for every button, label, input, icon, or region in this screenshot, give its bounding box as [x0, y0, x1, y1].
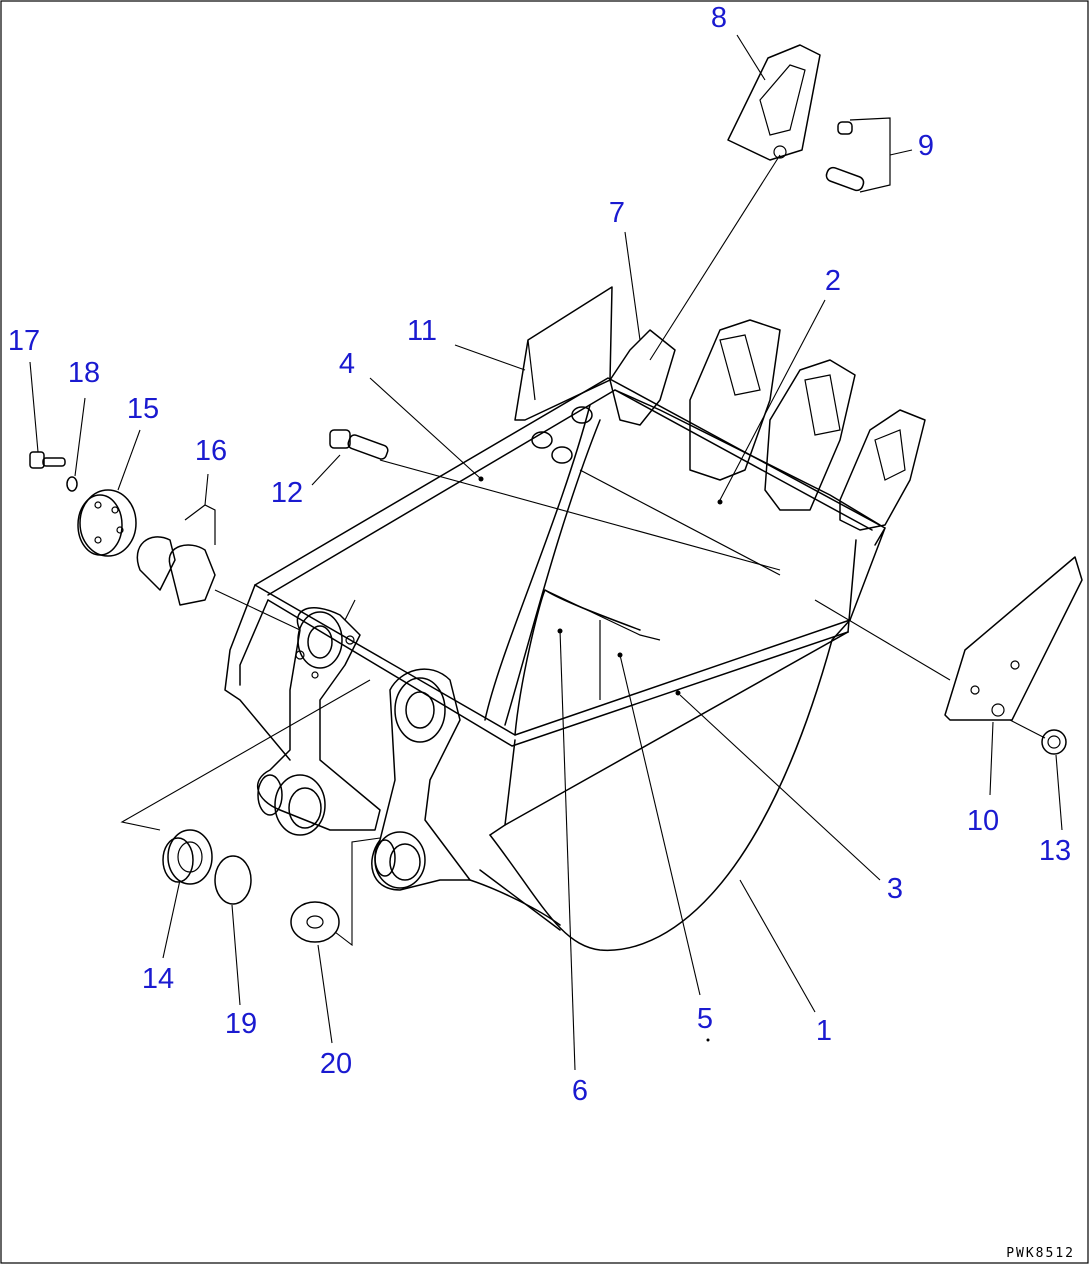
boss-bracket-left: [256, 607, 381, 836]
part-label-20: 20: [320, 1048, 352, 1080]
part-label-6: 6: [572, 1075, 588, 1107]
part-label-5: 5: [697, 1003, 713, 1035]
part-label-12: 12: [271, 477, 303, 509]
part-label-2: 2: [825, 265, 841, 297]
bolt-12: [329, 429, 389, 460]
part-label-10: 10: [967, 805, 999, 837]
shim-16: [136, 504, 216, 606]
part-label-7: 7: [609, 197, 625, 229]
diagram-code: PWK8512: [1006, 1246, 1075, 1261]
shim-20: [290, 901, 340, 943]
part-label-13: 13: [1039, 835, 1071, 867]
part-label-3: 3: [887, 873, 903, 905]
side-cutter-left: [514, 286, 613, 421]
part-label-11: 11: [407, 315, 437, 347]
teeth-row: [609, 319, 926, 531]
bushing-14: [162, 829, 213, 885]
part-label-15: 15: [127, 393, 159, 425]
hub-15: [77, 489, 137, 557]
washer-18: [66, 476, 78, 492]
bolt-17: [29, 451, 66, 469]
part-label-8: 8: [711, 2, 727, 34]
side-cutter-right: [944, 556, 1083, 721]
part-label-14: 14: [142, 963, 174, 995]
pin-lock: [825, 117, 891, 193]
nuts: [531, 406, 1067, 755]
part-label-19: 19: [225, 1008, 257, 1040]
leader-lines: [29, 34, 1063, 1071]
tooth-exploded: [727, 44, 821, 161]
reference-dots: [478, 476, 723, 1042]
part-label-16: 16: [195, 435, 227, 467]
part-label-1: 1: [816, 1015, 832, 1047]
part-label-4: 4: [339, 348, 355, 380]
part-label-9: 9: [918, 130, 934, 162]
part-label-17: 17: [8, 325, 40, 357]
bucket-body: [224, 377, 886, 952]
boss-bracket-right: [371, 668, 471, 891]
part-label-18: 18: [68, 357, 100, 389]
o-ring-19: [214, 855, 252, 905]
